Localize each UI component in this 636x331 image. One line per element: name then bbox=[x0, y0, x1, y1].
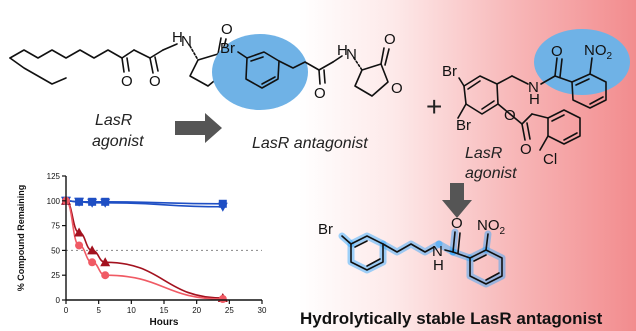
atom-br-4: Br bbox=[318, 221, 333, 238]
atom-o-6: O bbox=[384, 31, 396, 48]
chart-series-layer bbox=[65, 200, 223, 300]
y-tick-label-50: 50 bbox=[51, 246, 60, 255]
nitro-no-1: NO bbox=[584, 42, 607, 59]
stable-antagonist-atoms: Br N H O NO2 bbox=[318, 215, 506, 274]
atom-h-1: H bbox=[172, 29, 183, 46]
atom-no2-1: NO2 bbox=[584, 42, 613, 62]
agonist-2-label-line1: LasR bbox=[465, 145, 503, 162]
agonist-molecule-2 bbox=[457, 57, 607, 151]
y-tick-label-0: 0 bbox=[56, 296, 61, 305]
nitro-no-2: NO bbox=[477, 217, 500, 234]
x-tick-label-10: 10 bbox=[127, 306, 136, 315]
series-1-point-3 bbox=[100, 198, 111, 208]
atom-n-3: N bbox=[528, 79, 539, 96]
series-3-point-1 bbox=[75, 241, 84, 250]
x-tick-label-15: 15 bbox=[160, 306, 169, 315]
series-3-point-2 bbox=[88, 258, 97, 267]
antagonist-atoms: Br O H N O O bbox=[220, 31, 403, 102]
series-2-point-3 bbox=[100, 257, 111, 267]
atom-n-2: N bbox=[346, 46, 357, 63]
atom-cl: Cl bbox=[543, 151, 557, 168]
series-1-point-2 bbox=[87, 198, 98, 208]
caption: Hydrolytically stable LasR antagonist bbox=[300, 309, 603, 328]
atom-o-5: O bbox=[314, 85, 326, 102]
series-3-point-3 bbox=[101, 271, 110, 280]
series-2-line bbox=[65, 200, 223, 299]
x-tick-label-5: 5 bbox=[96, 306, 101, 315]
atom-n-4: N bbox=[432, 243, 443, 260]
agonist-2-highlight-ellipse bbox=[534, 29, 630, 95]
agonist-molecule-1 bbox=[9, 37, 227, 87]
y-axis-label: % Compound Remaining bbox=[16, 185, 26, 292]
antagonist-molecule bbox=[237, 47, 390, 97]
y-tick-label-100: 100 bbox=[47, 197, 61, 206]
right-arrow bbox=[175, 113, 222, 143]
y-tick-label-25: 25 bbox=[51, 271, 60, 280]
series-3-point-4 bbox=[218, 295, 227, 304]
antagonist-highlight-ellipse bbox=[212, 34, 308, 110]
atom-o-8: O bbox=[551, 43, 563, 60]
atom-o-9: O bbox=[504, 107, 516, 124]
agonist-2-atoms: Br Br N H O O O Cl NO2 bbox=[442, 42, 613, 168]
atom-o-1: O bbox=[121, 73, 133, 90]
x-tick-label-30: 30 bbox=[258, 306, 267, 315]
stable-antagonist-molecule bbox=[338, 228, 506, 288]
y-tick-label-75: 75 bbox=[51, 222, 60, 231]
atom-o-3: O bbox=[221, 21, 233, 38]
chart-marker-layer bbox=[61, 195, 228, 304]
series-2-point-2 bbox=[87, 245, 98, 255]
x-tick-label-25: 25 bbox=[225, 306, 234, 315]
plus-sign: + bbox=[426, 91, 442, 122]
nitro-subscript-1: 2 bbox=[607, 51, 613, 62]
agonist-2-label-line2: agonist bbox=[465, 165, 517, 182]
atom-br-2: Br bbox=[442, 63, 457, 80]
series-2-point-1 bbox=[74, 227, 85, 237]
x-axis-label: Hours bbox=[150, 317, 179, 328]
atom-br-3: Br bbox=[456, 117, 471, 134]
down-arrow bbox=[442, 183, 472, 218]
x-tick-label-20: 20 bbox=[192, 306, 201, 315]
series-1-point-4 bbox=[217, 202, 228, 212]
x-tick-label-0: 0 bbox=[64, 306, 69, 315]
y-tick-label-125: 125 bbox=[47, 172, 61, 181]
atom-o-10: O bbox=[520, 141, 532, 158]
stable-antagonist-bonds bbox=[341, 231, 503, 285]
atom-o-2: O bbox=[149, 73, 161, 90]
atom-h-4: H bbox=[433, 257, 444, 274]
atom-h-2: H bbox=[337, 42, 348, 59]
series-1-point-1 bbox=[74, 197, 85, 207]
atom-o-11: O bbox=[451, 215, 463, 232]
atom-no2-2: NO2 bbox=[477, 217, 506, 237]
atom-n-1: N bbox=[181, 33, 192, 50]
atom-o-7: O bbox=[391, 80, 403, 97]
atom-br-1: Br bbox=[220, 40, 235, 57]
atom-h-3: H bbox=[529, 91, 540, 108]
agonist-1-label-line2: agonist bbox=[92, 133, 144, 150]
antagonist-label: LasR antagonist bbox=[252, 135, 368, 152]
nitro-subscript-2: 2 bbox=[500, 226, 506, 237]
agonist-1-label-line1: LasR bbox=[95, 112, 133, 129]
